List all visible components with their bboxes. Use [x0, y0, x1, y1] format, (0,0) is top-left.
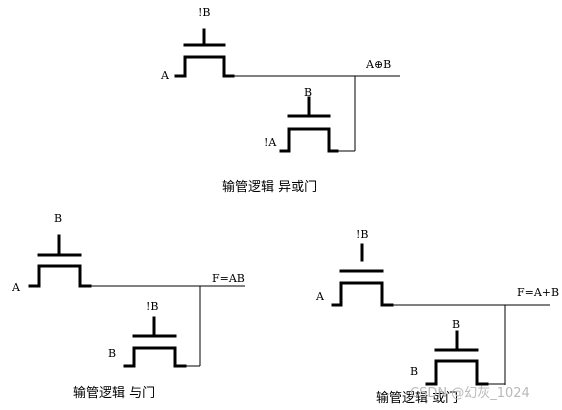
and-caption: 输管逻辑 与门 [73, 385, 155, 401]
and-bottom-source-label: B [108, 347, 116, 360]
xor-output-label: A⊕B [365, 58, 391, 71]
and-output-label: F=AB [212, 272, 245, 285]
xor-top-source-label: A [160, 69, 170, 82]
or-diagram: !B A F=A+B B B 输管逻辑 或门 [315, 228, 559, 406]
or-top-transistor [331, 243, 394, 307]
xor-gate-label: !B [198, 6, 211, 19]
and-bottom-transistor [123, 316, 187, 368]
watermark: CSDN @幻灰_1024 [410, 386, 530, 401]
or-caption: 输管逻辑 或门 [376, 390, 458, 406]
xor-bottom-source-label: !A [264, 136, 277, 149]
xor-bottom-transistor [279, 96, 339, 153]
or-top-source-label: A [315, 290, 325, 303]
and-top-source-label: A [11, 281, 21, 294]
and-diagram: B A F=AB !B B 输管逻辑 与门 [11, 212, 245, 401]
or-gate-label: !B [356, 228, 369, 241]
and-gate-label: B [54, 212, 62, 225]
or-bottom-transistor [425, 330, 489, 386]
or-bottom-gate-label: B [452, 318, 460, 331]
xor-bottom-gate-label: B [304, 86, 312, 99]
or-output-label: F=A+B [517, 286, 559, 299]
or-bottom-source-label: B [410, 365, 418, 378]
and-bottom-gate-label: !B [146, 300, 159, 313]
xor-top-transistor [174, 28, 235, 78]
xor-caption: 输管逻辑 异或门 [222, 179, 317, 195]
and-top-transistor [28, 234, 92, 288]
xor-diagram: !B A A⊕B B !A 输管逻辑 异或门 [160, 6, 400, 195]
